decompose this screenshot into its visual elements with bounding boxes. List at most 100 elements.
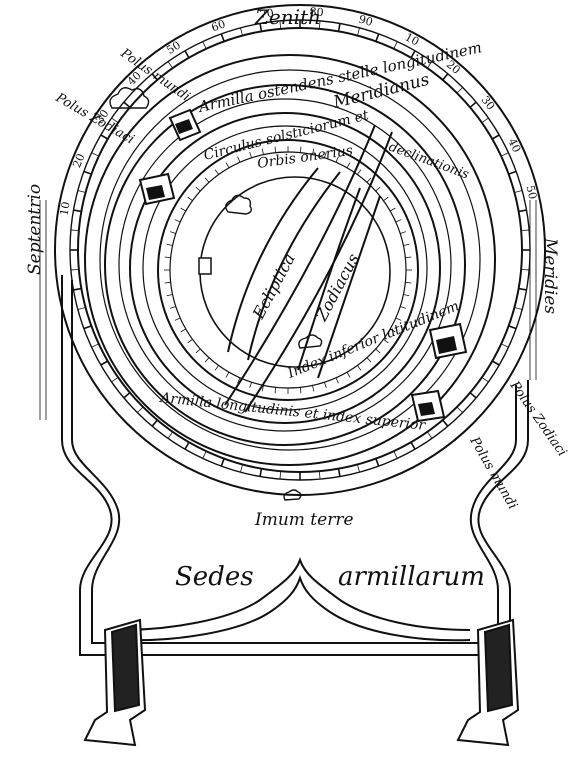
- inner-tick-mark: [389, 328, 396, 333]
- inner-tick-mark: [403, 243, 410, 246]
- tick-mark: [427, 61, 433, 69]
- tick-mark: [151, 73, 158, 81]
- zodiac-band: [297, 187, 381, 379]
- tick-mark: [77, 307, 86, 310]
- tick-mark: [73, 287, 82, 291]
- inner-tick-mark: [174, 317, 181, 321]
- scale-number: 30: [479, 94, 498, 113]
- meridian-ring: [84, 54, 496, 466]
- inner-tick-mark: [346, 162, 351, 169]
- inner-tick-mark: [366, 357, 372, 363]
- inner-tick-mark: [395, 219, 402, 223]
- hatching: [39, 200, 537, 420]
- tick-mark: [137, 406, 144, 413]
- scale-number: 50: [164, 39, 183, 57]
- inner-tick-mark: [195, 348, 201, 354]
- ring-clasps: [138, 108, 468, 423]
- inner-tick-mark: [174, 219, 181, 223]
- inner-tick-mark: [164, 281, 171, 284]
- inner-tick-mark: [214, 365, 219, 371]
- tick-mark: [521, 229, 530, 232]
- tick-mark: [337, 468, 341, 477]
- tick-mark: [83, 325, 92, 330]
- inner-tick-mark: [335, 377, 339, 384]
- label-meridies: Meridies: [540, 237, 560, 314]
- tick-mark: [220, 33, 225, 42]
- tick-mark: [501, 152, 509, 157]
- inner-tick-mark: [225, 162, 230, 169]
- tick-mark: [427, 431, 433, 439]
- tick-mark: [240, 464, 243, 473]
- tick-mark: [77, 190, 86, 193]
- tick-mark: [469, 392, 477, 399]
- inner-tick-mark: [180, 207, 187, 212]
- inner-tick-mark: [395, 317, 402, 321]
- inner-tick-mark: [383, 339, 389, 344]
- tick-mark: [393, 451, 398, 459]
- inner-tick-mark: [324, 151, 327, 158]
- tick-mark: [508, 170, 517, 175]
- tick-mark: [501, 343, 509, 348]
- inner-tick-mark: [195, 186, 201, 192]
- tick-mark: [100, 360, 109, 366]
- solstice-circle-ring: [129, 112, 441, 424]
- tick-mark: [167, 431, 173, 439]
- tick-mark: [259, 468, 263, 477]
- inner-tick-mark: [389, 207, 396, 212]
- label-polus-mundi-right: Polus mundi: [466, 434, 520, 512]
- inner-tick-mark: [400, 231, 407, 234]
- tick-mark: [202, 451, 207, 459]
- tick-mark: [491, 134, 500, 140]
- scale-number: 10: [403, 30, 421, 48]
- scale-number: 80: [309, 5, 324, 19]
- inner-tick-mark: [366, 177, 372, 183]
- index-band: [224, 124, 393, 413]
- inner-tick-mark: [204, 357, 210, 363]
- inner-tick-mark: [166, 294, 173, 297]
- tick-mark: [442, 419, 449, 427]
- scale-number: 10: [58, 201, 73, 217]
- tick-mark: [184, 441, 190, 450]
- tick-mark: [393, 41, 398, 49]
- label-ecliptica: Ecliptica: [248, 250, 299, 323]
- inner-tick-mark: [237, 156, 241, 163]
- tick-mark: [111, 377, 119, 383]
- tick-mark: [514, 307, 523, 310]
- tick-mark: [375, 33, 380, 42]
- inner-ring-ticks: [164, 146, 412, 394]
- tick-mark: [337, 23, 341, 32]
- inner-tick-mark: [169, 306, 176, 309]
- tick-mark: [357, 27, 360, 36]
- label-zodiacus: Zodiacus: [311, 250, 363, 324]
- label-septentrio: Septentrio: [25, 184, 45, 275]
- tick-mark: [279, 20, 282, 29]
- stand-feet: [83, 618, 520, 747]
- tick-mark: [91, 152, 99, 157]
- tick-mark: [259, 23, 263, 32]
- inner-tick-mark: [324, 382, 327, 389]
- decorative-clouds: [109, 87, 323, 501]
- armilla-longitude-ring: [104, 84, 466, 446]
- tick-mark: [279, 471, 282, 480]
- tick-mark: [167, 61, 173, 69]
- inner-tick-mark: [357, 169, 362, 175]
- tick-mark: [508, 325, 517, 330]
- tick-mark: [151, 419, 158, 427]
- tick-mark: [456, 406, 463, 413]
- inner-tick-mark: [164, 256, 171, 259]
- tick-mark: [410, 441, 416, 450]
- inner-tick-mark: [187, 196, 193, 201]
- tick-mark: [318, 20, 321, 29]
- tick-mark: [456, 87, 463, 94]
- tick-mark: [481, 117, 489, 123]
- tick-mark: [220, 458, 225, 467]
- inner-tick-mark: [249, 151, 252, 158]
- inner-tick-mark: [249, 382, 252, 389]
- tick-mark: [91, 343, 99, 348]
- tick-mark: [514, 190, 523, 193]
- tick-mark: [73, 209, 82, 213]
- scale-number: 70: [259, 6, 275, 21]
- tick-mark: [70, 268, 79, 271]
- inner-tick-mark: [405, 256, 412, 259]
